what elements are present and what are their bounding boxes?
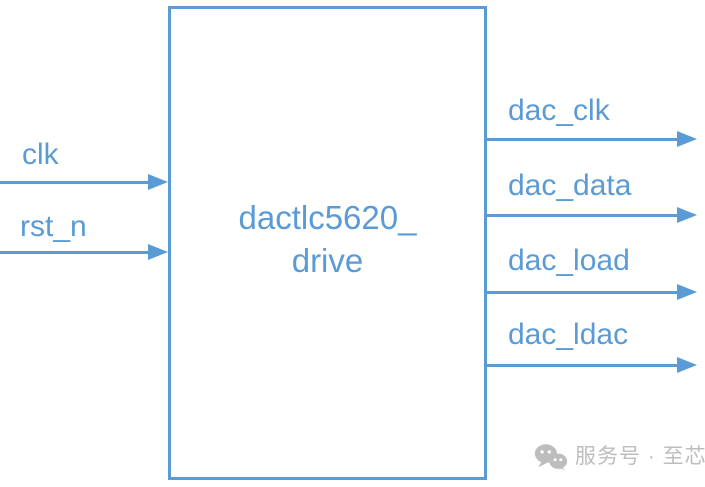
- module-title: dactlc5620_ drive: [239, 196, 417, 282]
- output-arrowhead-dac-ldac: [677, 357, 697, 373]
- input-label-clk: clk: [22, 138, 59, 171]
- watermark-text: 服务号 · 至芯: [575, 445, 705, 468]
- output-wire-dac-load: [487, 291, 678, 294]
- input-wire-clk: [0, 181, 149, 184]
- input-wire-rst-n: [0, 251, 149, 254]
- output-wire-dac-data: [487, 214, 678, 217]
- input-arrowhead-clk: [148, 174, 168, 190]
- input-arrowhead-rst-n: [148, 244, 168, 260]
- input-label-rst-n: rst_n: [20, 210, 87, 243]
- output-wire-dac-ldac: [487, 364, 678, 367]
- output-wire-dac-clk: [487, 138, 678, 141]
- module-title-line1: dactlc5620_: [238, 199, 417, 236]
- output-label-dac-load: dac_load: [508, 244, 630, 277]
- watermark: 服务号 · 至芯: [534, 443, 705, 471]
- output-label-dac-ldac: dac_ldac: [508, 318, 629, 351]
- output-label-dac-data: dac_data: [508, 169, 632, 202]
- output-arrowhead-dac-clk: [677, 131, 697, 147]
- wechat-icon: [534, 444, 568, 471]
- output-arrowhead-dac-data: [677, 207, 697, 223]
- module-box: dactlc5620_ drive: [168, 6, 487, 480]
- output-arrowhead-dac-load: [677, 284, 697, 300]
- module-title-line2: drive: [291, 242, 364, 279]
- output-label-dac-clk: dac_clk: [508, 94, 610, 127]
